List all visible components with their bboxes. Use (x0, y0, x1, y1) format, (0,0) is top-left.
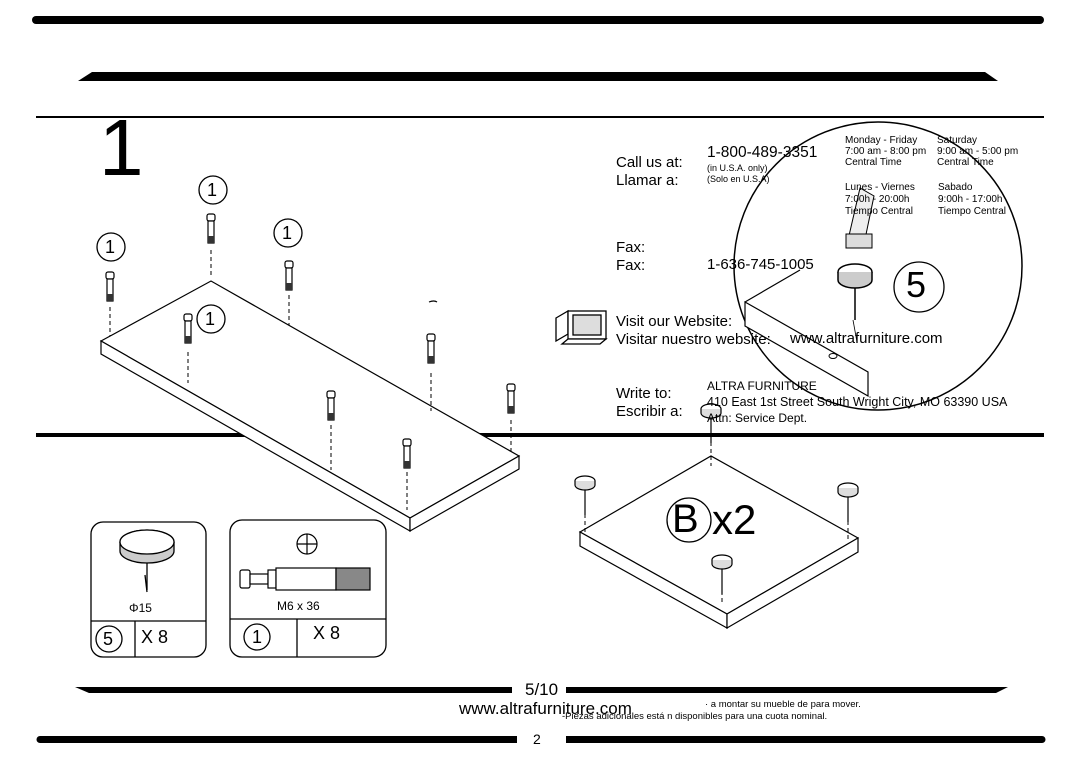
bolt-id-label: 1 (252, 627, 263, 647)
hours-weekday-zone-es: Tiempo Central (845, 206, 913, 217)
computer-icon (555, 309, 608, 345)
footer-bottom-right (566, 736, 1046, 743)
glide-nail-icon (119, 529, 175, 593)
page-count: 5/10 (525, 680, 559, 699)
hours-saturday-es: Sabado (938, 182, 973, 193)
glide-qty-label: X 8 (141, 627, 169, 647)
legend-id-circles (95, 623, 271, 653)
bolt-qty-label: X 8 (313, 623, 341, 643)
part-callout-circles (96, 175, 303, 334)
footer-bar-right (566, 687, 1008, 693)
hours-weekday-time-es: 7:00h - 20:00h (845, 194, 910, 205)
panel-b-label: B (672, 497, 699, 541)
bolt-size-label: M6 x 36 (277, 599, 320, 613)
header-trapezoid (78, 72, 998, 81)
web-label-es: Visitar nuestro website: (616, 331, 771, 348)
company-name: ALTRA FURNITURE (707, 379, 817, 393)
footer-bar-left (75, 687, 512, 693)
zoom-callout-label: 5 (906, 264, 927, 305)
hours-saturday-time-en: 9:00 am - 5:00 pm (937, 146, 1019, 157)
phone-number: 1-800-489-3351 (707, 144, 818, 161)
zoom-detail (733, 121, 1023, 411)
fax-label-en: Fax: (616, 239, 646, 256)
page-number: 2 (533, 731, 541, 747)
header-bar (32, 16, 1044, 24)
glide-size-label: Φ15 (129, 601, 152, 615)
part-callout-label: 1 (105, 237, 116, 257)
attention-line: Attn: Service Dept. (707, 411, 808, 425)
footer-note-1: · a montar su mueble de para mover. (705, 699, 861, 710)
call-label-es: Llamar a: (616, 172, 679, 189)
call-label-en: Call us at: (616, 154, 683, 171)
hours-weekday-es: Lunes - Viernes (845, 182, 915, 193)
write-label-en: Write to: (616, 385, 672, 402)
website-link[interactable]: www.altrafurniture.com (790, 330, 943, 347)
phone-note-en: (in U.S.A. only) (707, 163, 768, 173)
footer-website[interactable]: www.altrafurniture.com (459, 699, 632, 718)
hours-saturday-zone-en: Central Time (937, 157, 994, 168)
glide-id-label: 5 (103, 629, 114, 649)
cam-bolt-icon (239, 533, 371, 591)
hours-weekday-en: Monday - Friday (845, 135, 918, 146)
hours-weekday-time-en: 7:00 am - 8:00 pm (845, 146, 927, 157)
mailing-address: 410 East 1st Street South Wright City, M… (707, 395, 1008, 409)
fax-number: 1-636-745-1005 (707, 256, 814, 273)
main-panel-drawing (99, 213, 521, 533)
hours-weekday-zone-en: Central Time (845, 157, 902, 168)
panel-b-qty: x2 (712, 496, 757, 543)
part-callout-label: 1 (282, 223, 293, 243)
step-number: 1 (99, 103, 144, 192)
panel-b-drawing (574, 403, 860, 630)
hours-saturday-time-es: 9:00h - 17:00h (938, 194, 1003, 205)
footer-note-2: -Piezas adicionales está n disponibles p… (562, 711, 828, 722)
part-callout-label: 1 (207, 180, 218, 200)
part-callout-label: 1 (205, 309, 216, 329)
phone-note-es: (Solo en U.S.A) (707, 174, 770, 184)
hours-saturday-zone-es: Tiempo Central (938, 206, 1006, 217)
web-label-en: Visit our Website: (616, 313, 733, 330)
fax-label-es: Fax: (616, 257, 646, 274)
hours-saturday-en: Saturday (937, 135, 978, 146)
footer-bottom-left (36, 736, 517, 743)
write-label-es: Escribir a: (616, 403, 683, 420)
